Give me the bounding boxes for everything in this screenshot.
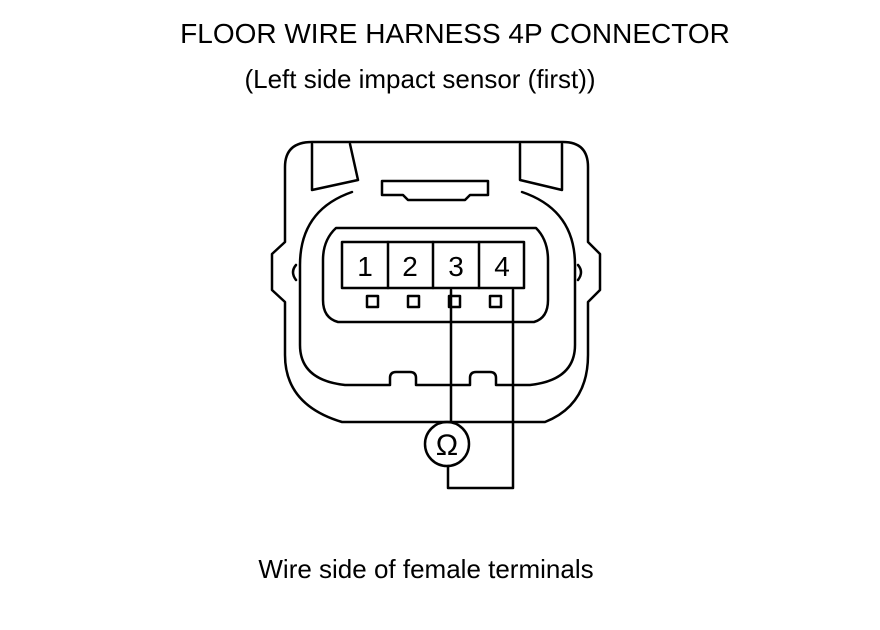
- pin-label-3: 3: [448, 251, 464, 282]
- terminal-hole: [365, 294, 380, 309]
- diagram-subtitle: (Left side impact sensor (first)): [244, 64, 596, 94]
- latch-left: [310, 142, 360, 192]
- terminal-hole: [406, 294, 421, 309]
- ohmmeter: [423, 420, 471, 468]
- connector-housing-inner: [298, 190, 577, 387]
- meter-lead-pin3-lower: [446, 288, 515, 490]
- pin-label-2: 2: [402, 251, 418, 282]
- diagram-title: FLOOR WIRE HARNESS 4P CONNECTOR: [180, 18, 730, 49]
- center-lock: [380, 179, 490, 202]
- side-bump-right: [576, 263, 583, 282]
- terminal-block: [321, 226, 550, 324]
- pin-label-1: 1: [357, 251, 373, 282]
- ohm-symbol: Ω: [436, 429, 458, 462]
- latch-right: [518, 142, 564, 192]
- pin-label-4: 4: [494, 251, 510, 282]
- terminal-hole: [488, 294, 503, 309]
- side-bump-left: [291, 263, 298, 282]
- terminal-hole: [447, 294, 462, 309]
- diagram-caption: Wire side of female terminals: [258, 554, 594, 584]
